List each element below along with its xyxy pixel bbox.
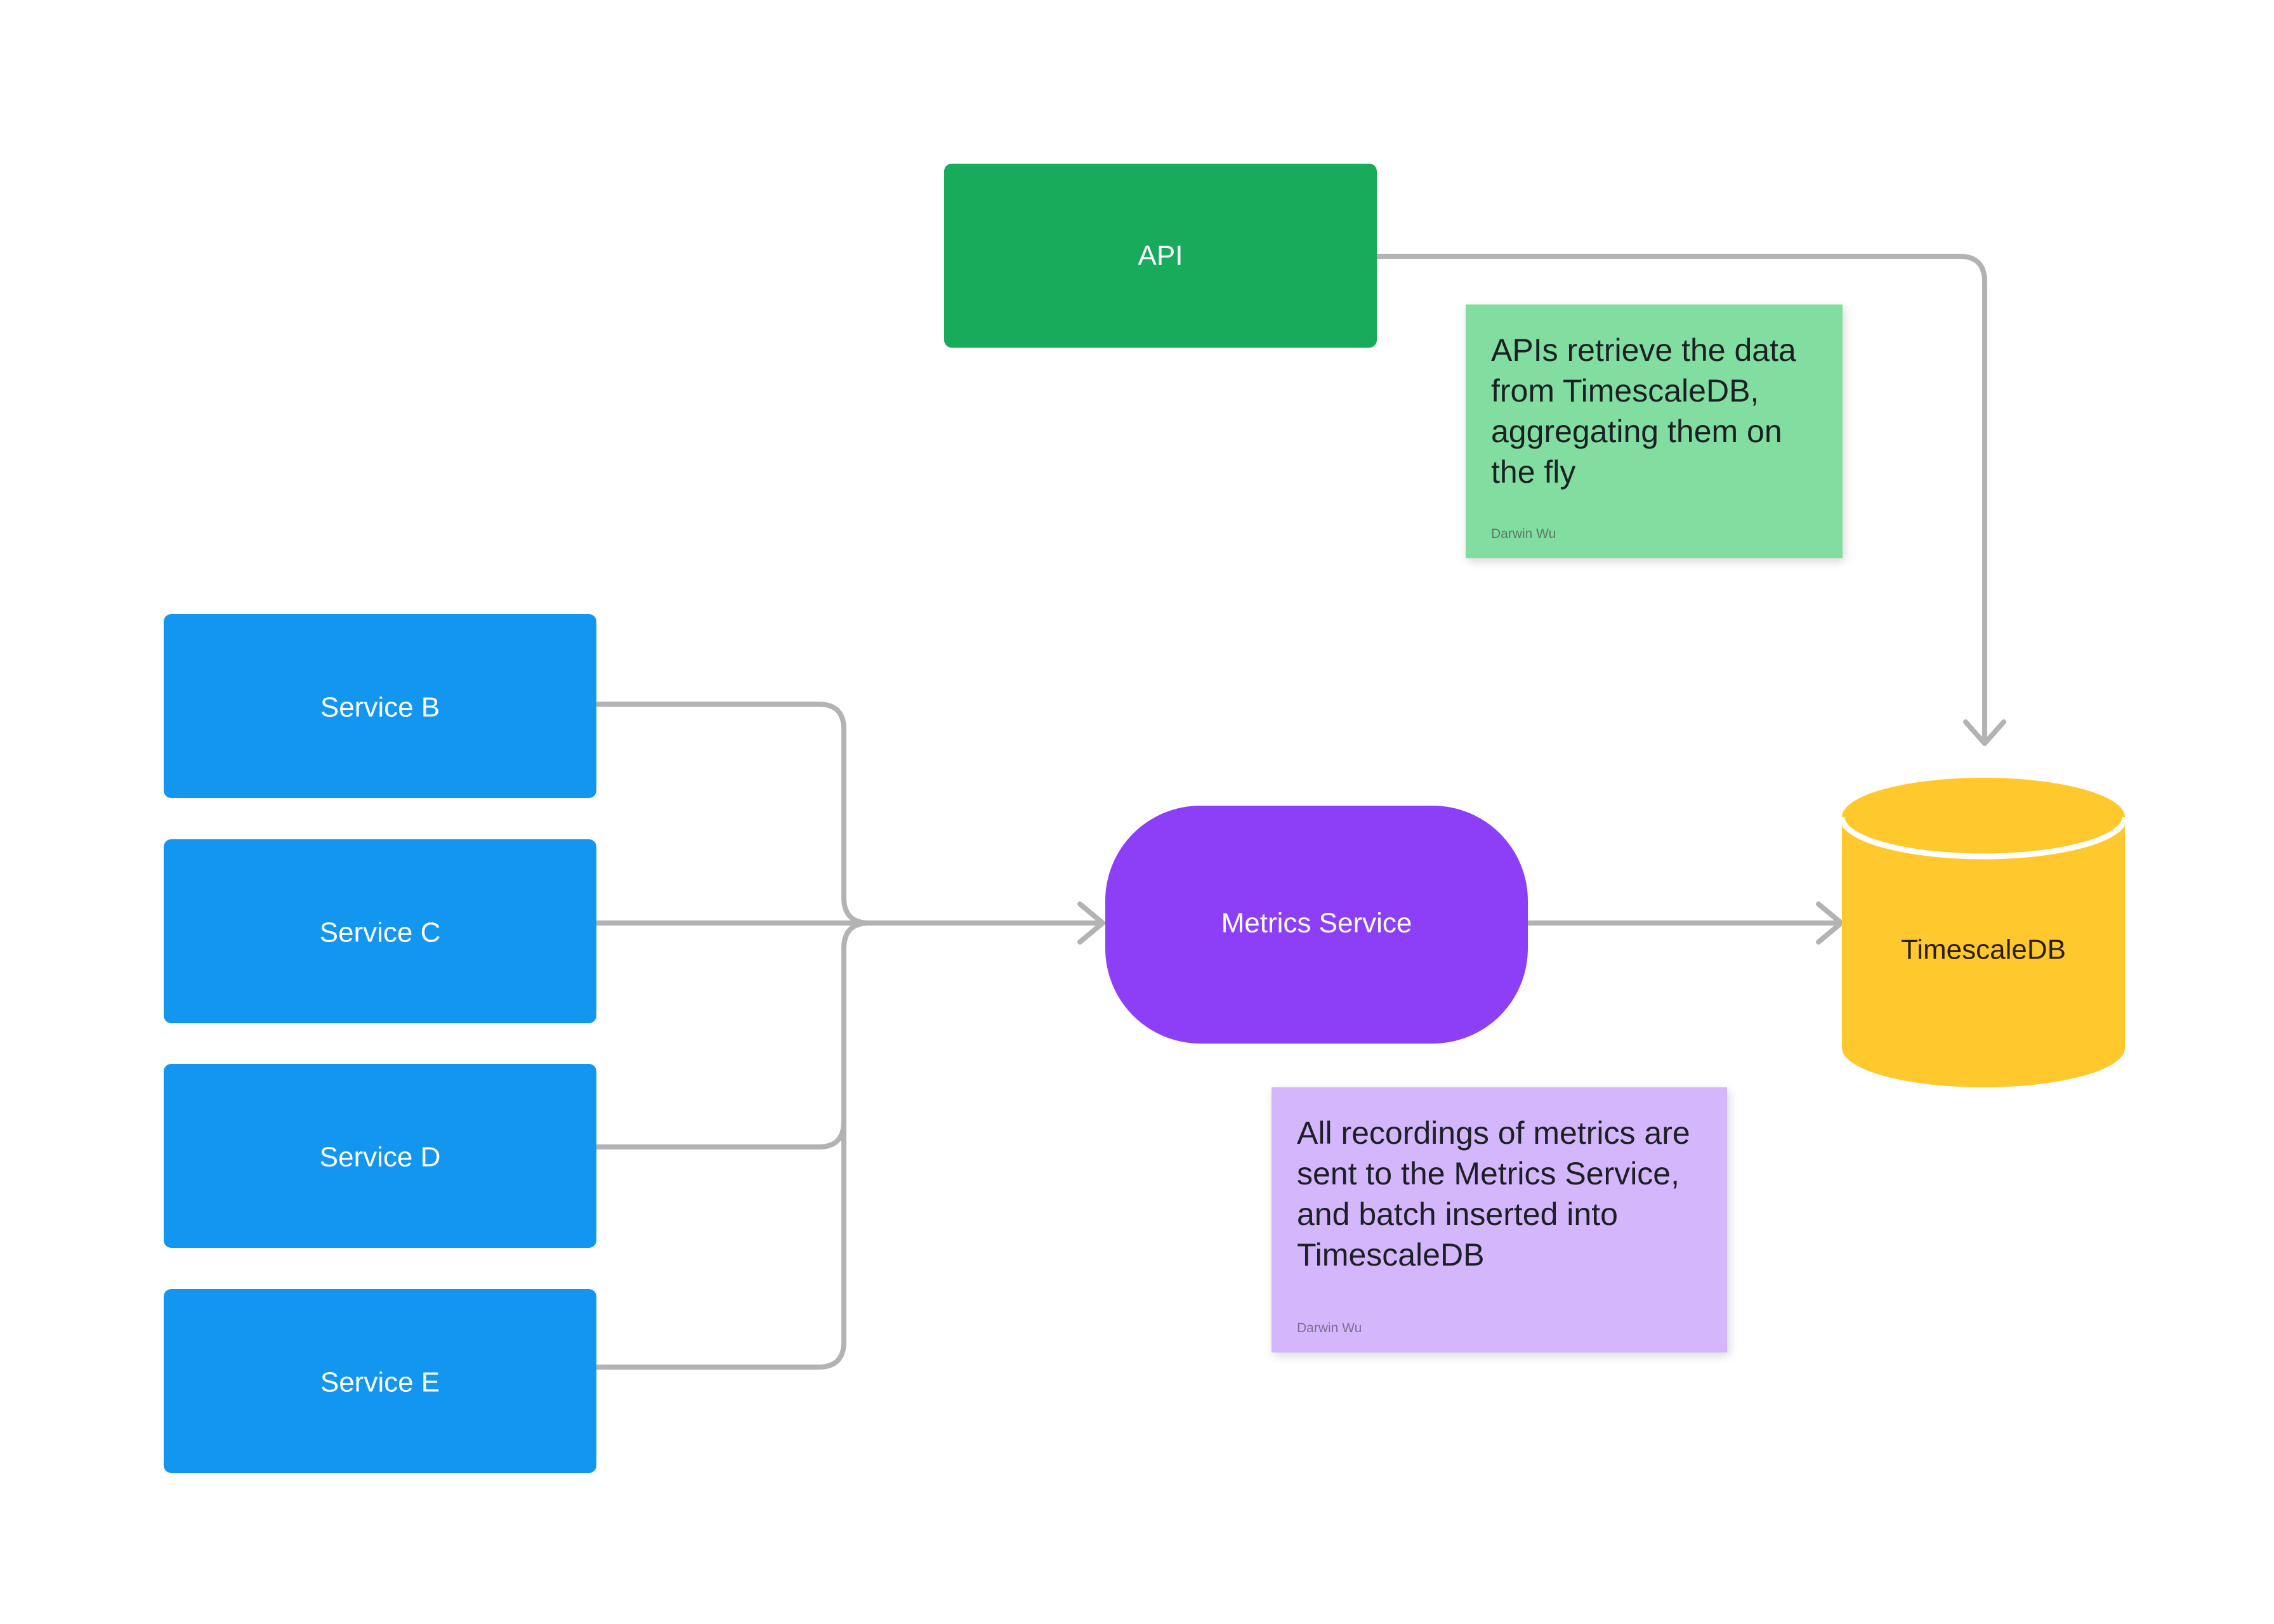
arrowhead-down-timescaledb (1963, 719, 2006, 746)
node-timescaledb[interactable]: TimescaleDB (1839, 778, 2128, 1087)
node-service-c-shape (164, 839, 596, 1023)
node-timescaledb-body (1842, 820, 2125, 1087)
node-timescaledb-label: TimescaleDB (1901, 934, 2066, 966)
node-api[interactable]: API (944, 164, 1377, 348)
connector-service-b-to-metrics[interactable] (594, 702, 872, 926)
arrowhead-layer (1077, 719, 2006, 945)
sticky-note-purple[interactable]: All recordings of metrics are sent to th… (1272, 1087, 1727, 1352)
sticky-note-green[interactable]: APIs retrieve the data from TimescaleDB,… (1466, 304, 1843, 558)
node-timescaledb-top (1842, 778, 2125, 856)
connector-api-to-timescaledb[interactable] (1374, 254, 1987, 743)
node-service-e[interactable]: Service E (164, 1289, 596, 1473)
node-api-shape (944, 164, 1377, 348)
sticky-note-purple-author: Darwin Wu (1297, 1321, 1362, 1335)
node-service-b[interactable]: Service B (164, 614, 596, 798)
node-service-c-label: Service C (320, 917, 441, 948)
arrowhead-right-metrics (1077, 901, 1105, 945)
sticky-note-green-text: APIs retrieve the data from TimescaleDB,… (1491, 332, 1805, 490)
node-service-e-shape (164, 1289, 596, 1473)
node-service-d-label: Service D (320, 1142, 441, 1173)
connector-service-e-to-metrics[interactable] (594, 920, 872, 1370)
node-service-d[interactable]: Service D (164, 1064, 596, 1248)
node-service-d-shape (164, 1064, 596, 1248)
node-service-b-label: Service B (320, 692, 440, 723)
sticky-note-purple-text: All recordings of metrics are sent to th… (1297, 1115, 1699, 1273)
node-service-b-shape (164, 614, 596, 798)
node-metrics-service[interactable]: Metrics Service (1105, 806, 1528, 1044)
arrowhead-right-timescaledb (1816, 901, 1844, 945)
connector-layer (594, 254, 1987, 1370)
node-service-e-label: Service E (320, 1367, 440, 1398)
node-api-label: API (1138, 240, 1183, 272)
connector-service-d-to-metrics[interactable] (594, 920, 872, 1149)
node-timescaledb-rim (1839, 816, 2128, 860)
sticky-note-green-author: Darwin Wu (1491, 527, 1556, 541)
node-metrics-service-label: Metrics Service (1221, 908, 1412, 939)
node-metrics-service-shape (1105, 806, 1528, 1044)
node-service-c[interactable]: Service C (164, 839, 596, 1023)
